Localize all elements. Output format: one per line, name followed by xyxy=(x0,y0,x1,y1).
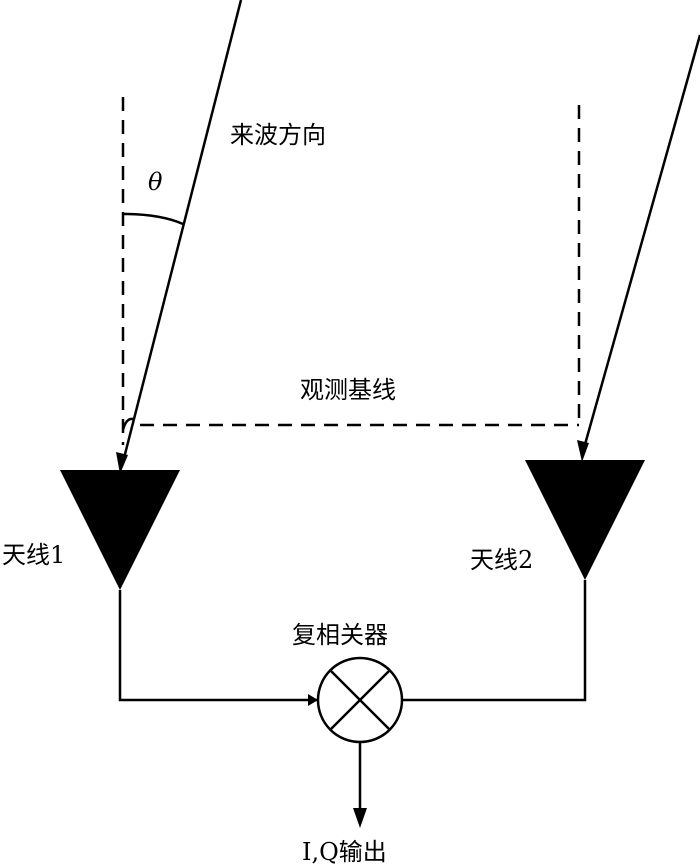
arrowhead-ray-2 xyxy=(577,440,589,462)
theta-arc xyxy=(122,212,184,226)
arrowhead-left-into-mixer xyxy=(308,694,318,706)
correlator-label: 复相关器 xyxy=(292,621,388,649)
signal-line-1 xyxy=(118,590,318,702)
antenna-1-icon xyxy=(60,470,180,590)
incident-ray-2 xyxy=(582,34,700,449)
signal-line-2 xyxy=(402,580,587,702)
antenna-1-label: 天线1 xyxy=(2,541,66,569)
arrowhead-ray-1 xyxy=(116,452,128,474)
baseline-angle-arc xyxy=(121,417,134,431)
mixer-cross-line-2 xyxy=(329,669,391,731)
wave-direction-label: 来波方向 xyxy=(230,121,326,149)
output-label: I,Q输出 xyxy=(302,838,387,866)
antenna-2-icon xyxy=(525,460,645,580)
incident-ray-1 xyxy=(121,0,243,463)
baseline-label: 观测基线 xyxy=(300,376,396,404)
antenna-2-label: 天线2 xyxy=(470,546,534,574)
arrowhead-output xyxy=(353,808,367,828)
theta-label: θ xyxy=(148,168,163,196)
